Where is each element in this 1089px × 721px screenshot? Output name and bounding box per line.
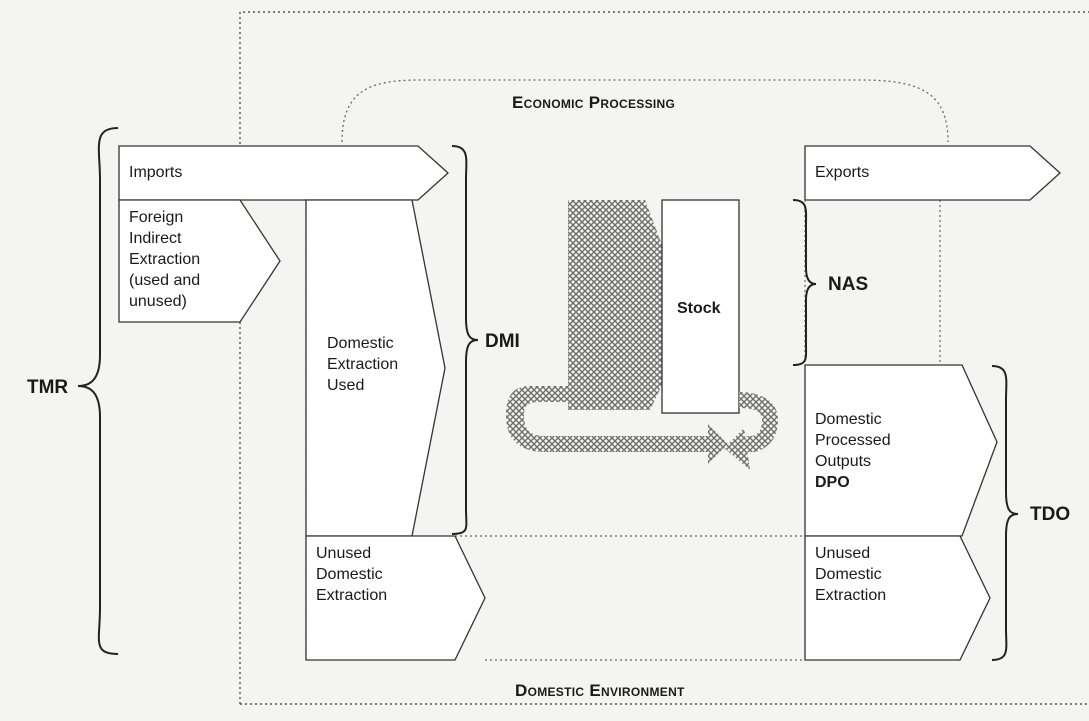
nas-label: NAS bbox=[828, 274, 869, 295]
tmr-label: TMR bbox=[27, 377, 69, 398]
domestic-extraction-used-arrow bbox=[305, 199, 446, 537]
dpo-arrow bbox=[804, 364, 998, 537]
imports-label: Imports bbox=[129, 164, 183, 181]
stock-label: Stock bbox=[677, 300, 721, 317]
unused-extraction-in-label: Unused Domestic Extraction bbox=[316, 545, 388, 604]
unused-extraction-out-label: Unused Domestic Extraction bbox=[815, 545, 887, 604]
economic-processing-title: Economic Processing bbox=[512, 93, 676, 112]
domestic-environment-frame bbox=[239, 11, 1089, 704]
recycling-loop-right-arrowhead bbox=[724, 428, 750, 470]
exports-label: Exports bbox=[815, 164, 870, 181]
imports-arrow bbox=[118, 145, 449, 201]
unused-extraction-in-arrow bbox=[305, 535, 486, 661]
economic-processing-boundary bbox=[341, 79, 949, 143]
stock-box bbox=[661, 199, 740, 414]
nas-brace bbox=[792, 199, 817, 366]
recycling-loop-right-arrow bbox=[739, 392, 778, 452]
dmi-brace bbox=[451, 145, 479, 535]
recycling-loop-left-arrow bbox=[506, 386, 712, 452]
recycling-loop-arrowhead bbox=[708, 424, 728, 464]
processing-hatched-flow bbox=[568, 200, 662, 410]
domestic-environment-title: Domestic Environment bbox=[515, 681, 685, 700]
domestic-extraction-used-label: Domestic Extraction Used bbox=[327, 335, 399, 394]
dmi-label: DMI bbox=[485, 331, 520, 352]
tdo-brace bbox=[991, 365, 1019, 661]
exports-arrow bbox=[804, 145, 1061, 201]
dpo-label: Domestic Processed Outputs bbox=[815, 411, 891, 470]
foreign-indirect-arrow bbox=[118, 199, 281, 323]
tdo-label: TDO bbox=[1030, 504, 1071, 525]
tmr-brace bbox=[77, 127, 119, 655]
foreign-indirect-label: Foreign Indirect Extraction (used and un… bbox=[129, 209, 201, 310]
unused-extraction-out-arrow bbox=[804, 535, 991, 661]
dpo-abbreviation: DPO bbox=[815, 474, 850, 491]
